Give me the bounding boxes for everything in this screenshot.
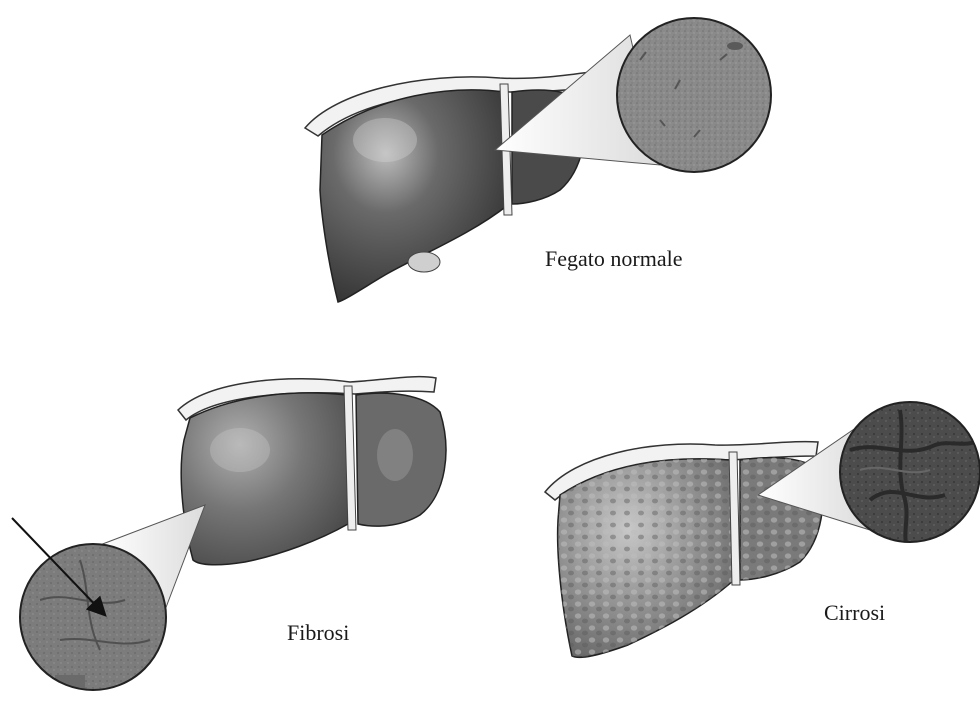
caption-normal-liver: Fegato normale	[545, 246, 682, 272]
normal-liver-gallbladder	[408, 252, 440, 272]
fibrosis-liver	[178, 377, 446, 565]
fibrosis-liver-right-lobe	[181, 393, 348, 565]
cirrhosis-liver	[545, 442, 823, 658]
caption-cirrhosis: Cirrosi	[824, 600, 885, 626]
caption-fibrosis: Fibrosi	[287, 620, 349, 646]
fibrosis-magnifier	[15, 505, 205, 700]
